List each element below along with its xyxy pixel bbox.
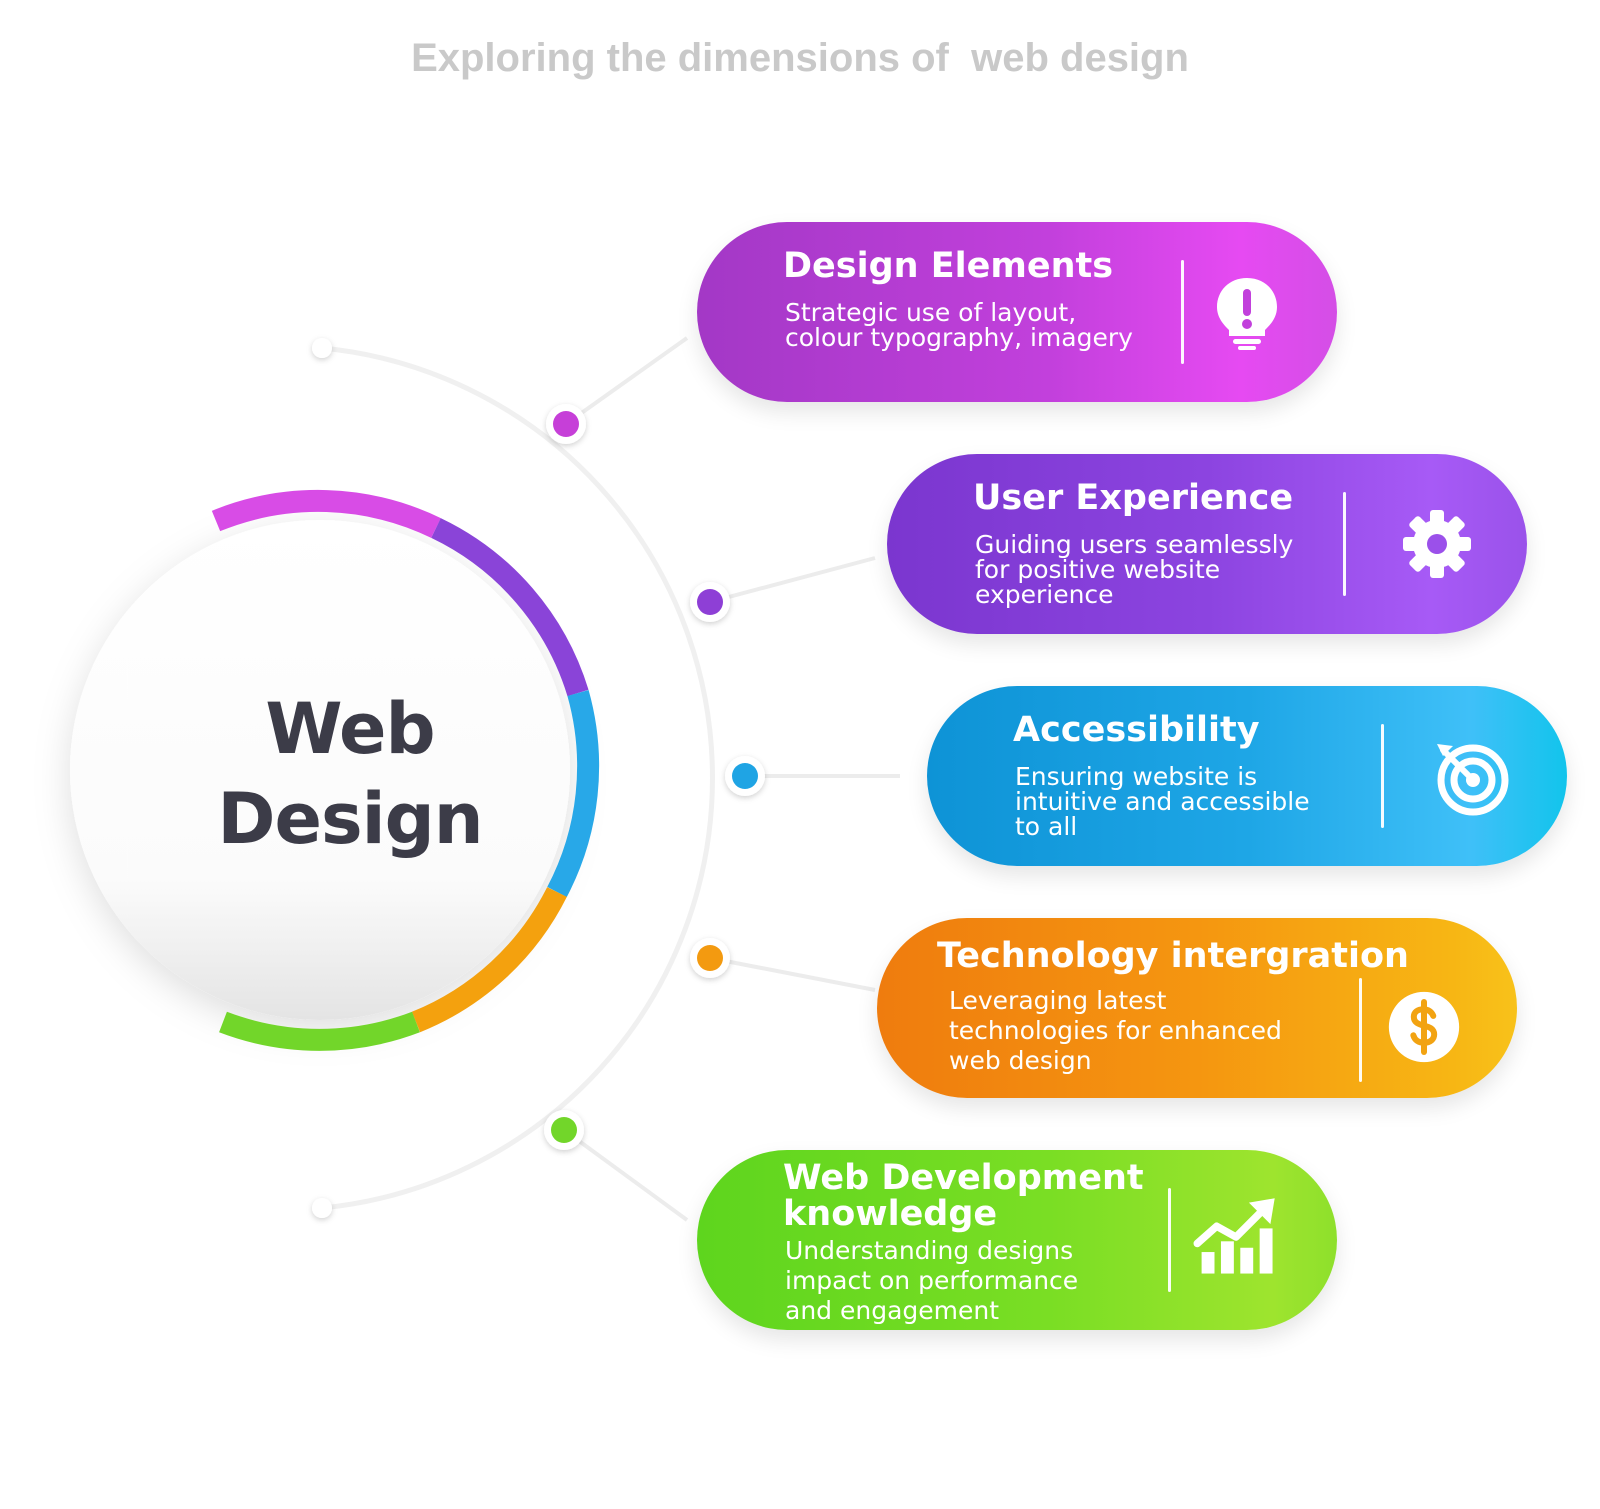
hub-ring (211, 489, 600, 1051)
hub-label-line1: Web (265, 688, 435, 770)
connector-arc (321, 345, 715, 1211)
card-divider (1181, 260, 1184, 364)
card-description: Understanding designs impact on performa… (785, 1236, 1079, 1325)
card-divider (1381, 724, 1384, 828)
card-description: Leveraging latest technologies for enhan… (949, 986, 1282, 1075)
card-web-development-knowledge: Web Development knowledge Understanding … (697, 1150, 1337, 1330)
target-icon (1437, 744, 1509, 816)
card-title: Design Elements (783, 246, 1114, 286)
card-divider (1343, 492, 1346, 596)
card-technology-integration: Technology intergration Leveraging lates… (877, 918, 1517, 1098)
card-title: Accessibility (1013, 710, 1260, 750)
card-accessibility: Accessibility Ensuring website is intuit… (927, 686, 1567, 866)
arc-end-top (312, 338, 332, 358)
card-description: Guiding users seamlessly for positive we… (975, 530, 1294, 609)
card-title: Web Development knowledge (783, 1158, 1144, 1234)
card-title: Technology intergration (937, 936, 1409, 976)
card-title: User Experience (973, 478, 1294, 518)
connection-dots (544, 404, 765, 1150)
card-divider (1359, 978, 1362, 1082)
card-user-experience: User Experience Guiding users seamlessly… (887, 454, 1527, 634)
hub-circle (70, 520, 570, 1020)
card-description: Strategic use of layout, colour typograp… (785, 298, 1133, 352)
card-description: Ensuring website is intuitive and access… (1015, 762, 1310, 841)
page-title: Exploring the dimensions of web design (411, 36, 1189, 80)
arc-end-bottom (312, 1198, 332, 1218)
card-design-elements: Design Elements Strategic use of layout,… (697, 222, 1337, 402)
gear-icon (1403, 510, 1471, 578)
hub-label-line2: Design (217, 778, 483, 860)
card-divider (1168, 1188, 1171, 1292)
dollar-icon (1388, 991, 1460, 1063)
hub-label: Web Design (150, 684, 550, 864)
lightbulb-icon (1217, 278, 1277, 350)
chart-growth-icon (1193, 1198, 1275, 1274)
connector-lines (562, 336, 900, 1222)
